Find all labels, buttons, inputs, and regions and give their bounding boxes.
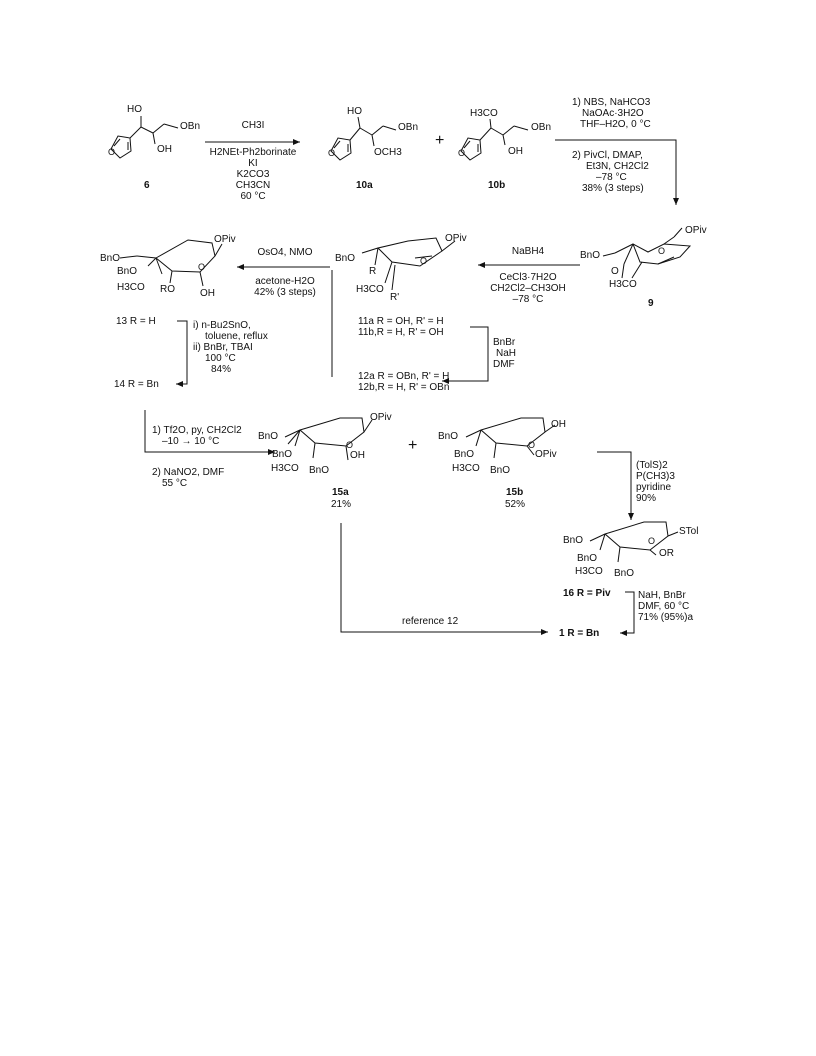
compound-9-label: 9: [648, 298, 654, 309]
c10a-ho-label: HO: [347, 106, 362, 117]
plus-sign-15: +: [408, 437, 418, 454]
c16-h3co-label: H3CO: [575, 566, 603, 577]
step-15b-conditions: (TolS)2 P(CH3)3 pyridine 90%: [636, 460, 675, 504]
compound-11-structure: [361, 237, 456, 291]
c15a-bno-label-2: BnO: [272, 449, 293, 460]
compound-11-labels: 11a R = OH, R' = H 11b,R = H, R' = OH: [358, 316, 444, 338]
c10b-obn-label: OBn: [531, 122, 552, 133]
c13-ring-o: O: [198, 262, 206, 272]
step-12-conditions-top: OsO4, NMO: [257, 247, 313, 258]
step-10b-conditions-top: 1) NBS, NaHCO3 NaOAc·3H2O THF–H2O, 0 °C: [572, 97, 651, 130]
arrow-10b-to-9: [555, 139, 679, 205]
c16-stol-label: STol: [679, 526, 699, 537]
c15b-bno-label-1: BnO: [438, 431, 459, 442]
c11-ring-o: O: [420, 256, 428, 266]
c10a-och3-label: OCH3: [374, 147, 402, 158]
arrow-14-to-15: [144, 410, 275, 455]
c15b-bno-label-2: BnO: [454, 449, 475, 460]
c16-or-label: OR: [659, 548, 674, 559]
c15a-oh-label: OH: [350, 450, 365, 461]
step-10b-conditions-bottom: 2) PivCl, DMAP, Et3N, CH2Cl2 –78 °C 38% …: [572, 150, 649, 194]
compound-15a-structure: [284, 417, 373, 461]
compound-12-labels: 12a R = OBn, R' = H 12b,R = H, R' = OBn: [358, 371, 450, 393]
step-9-conditions-bottom: CeCl3·7H2O CH2Cl2–CH3OH –78 °C: [490, 272, 566, 305]
c13-bno-label-2: BnO: [117, 266, 138, 277]
compound-10b-label: 10b: [488, 180, 506, 191]
c16-bno-label-3: BnO: [614, 568, 635, 579]
compound-13-structure: [119, 239, 223, 287]
step-9-conditions-top: NaBH4: [511, 246, 545, 257]
arrow-11-to-12: [442, 326, 489, 384]
step-14-conditions-bottom: 2) NaNO2, DMF 55 °C: [152, 467, 225, 489]
c6-ho-label: HO: [127, 104, 142, 115]
c15a-opiv-label: OPiv: [370, 412, 392, 423]
c13-bno-label-1: BnO: [100, 253, 121, 264]
compound-9-structure: [602, 227, 692, 279]
c11-r-label: R: [369, 266, 377, 277]
c6-ring-o: O: [108, 147, 116, 157]
c15b-oh-label: OH: [551, 419, 566, 430]
compound-15a-label: 15a: [332, 487, 349, 498]
step-6-conditions-bottom: H2NEt-Ph2borinate KI K2CO3 CH3CN 60 °C: [209, 147, 297, 202]
c15a-ring-o: O: [346, 440, 354, 450]
compound-16-structure: [589, 521, 679, 563]
c16-ring-o: O: [648, 536, 656, 546]
step-16-conditions: NaH, BnBr DMF, 60 °C 71% (95%)a: [638, 590, 694, 623]
c10a-obn-label: OBn: [398, 122, 419, 133]
c11-h3co-label: H3CO: [356, 284, 384, 295]
compound-13-label: 13 R = H: [116, 316, 156, 327]
c11-opiv-label: OPiv: [445, 233, 467, 244]
arrow-16-to-1: [620, 591, 635, 636]
compound-10a-label: 10a: [356, 180, 373, 191]
step-14-conditions-top: 1) Tf2O, py, CH2Cl2 –10 → 10 °C: [152, 425, 242, 447]
compound-10a-structure: [330, 116, 397, 161]
compound-6-label: 6: [144, 180, 150, 191]
step-6-conditions-top: CH3I: [241, 120, 265, 131]
c13-oh-label: OH: [200, 288, 215, 299]
compound-15a-yield: 21%: [331, 499, 352, 510]
compound-15b-yield: 52%: [505, 499, 526, 510]
c9-bno-label: BnO: [580, 250, 601, 261]
c13-h3co-label: H3CO: [117, 282, 145, 293]
plus-sign-10: +: [435, 132, 445, 149]
c10b-oh-label: OH: [508, 146, 523, 157]
c9-h3co-label: H3CO: [609, 279, 637, 290]
c15b-opiv-label: OPiv: [535, 449, 557, 460]
arrow-13-to-14: [176, 320, 188, 387]
compound-10b-structure: [460, 118, 529, 161]
arrow-15b-to-16: [597, 451, 634, 520]
c10b-ring-o: O: [458, 148, 466, 158]
c15a-bno-label-3: BnO: [309, 465, 330, 476]
c9-ring-o: O: [658, 246, 666, 256]
c16-bno-label-2: BnO: [577, 553, 598, 564]
compound-14-label: 14 R = Bn: [114, 379, 159, 390]
c11-rprime-label: R': [390, 292, 400, 303]
c15b-bno-label-3: BnO: [490, 465, 511, 476]
compound-16-label: 16 R = Piv: [563, 588, 611, 599]
step-13-conditions: i) n-Bu2SnO, toluene, reflux ii) BnBr, T…: [193, 320, 268, 375]
c10b-h3co-label: H3CO: [470, 108, 498, 119]
arrow-15a-to-1: [340, 523, 548, 635]
compound-1-label: 1 R = Bn: [559, 628, 600, 639]
c13-opiv-label: OPiv: [214, 234, 236, 245]
c15a-h3co-label: H3CO: [271, 463, 299, 474]
c15b-h3co-label: H3CO: [452, 463, 480, 474]
c9-keto-o: O: [611, 266, 619, 277]
c15b-ring-o: O: [528, 440, 536, 450]
step-11-conditions: BnBr NaH DMF: [493, 337, 517, 370]
c16-bno-label-1: BnO: [563, 535, 584, 546]
c15a-bno-label-1: BnO: [258, 431, 279, 442]
c6-oh-label: OH: [157, 144, 172, 155]
reference-12-label: reference 12: [402, 616, 459, 627]
compound-15b-structure: [465, 417, 556, 459]
c6-obn-label: OBn: [180, 121, 201, 132]
compound-6-structure: [110, 116, 179, 159]
c13-ro-label: RO: [160, 284, 175, 295]
c10a-ring-o: O: [328, 148, 336, 158]
c11-bno-label: BnO: [335, 253, 356, 264]
step-12-conditions-bottom: acetone-H2O 42% (3 steps): [254, 276, 316, 298]
compound-15b-label: 15b: [506, 487, 524, 498]
c9-opiv-label: OPiv: [685, 225, 707, 236]
